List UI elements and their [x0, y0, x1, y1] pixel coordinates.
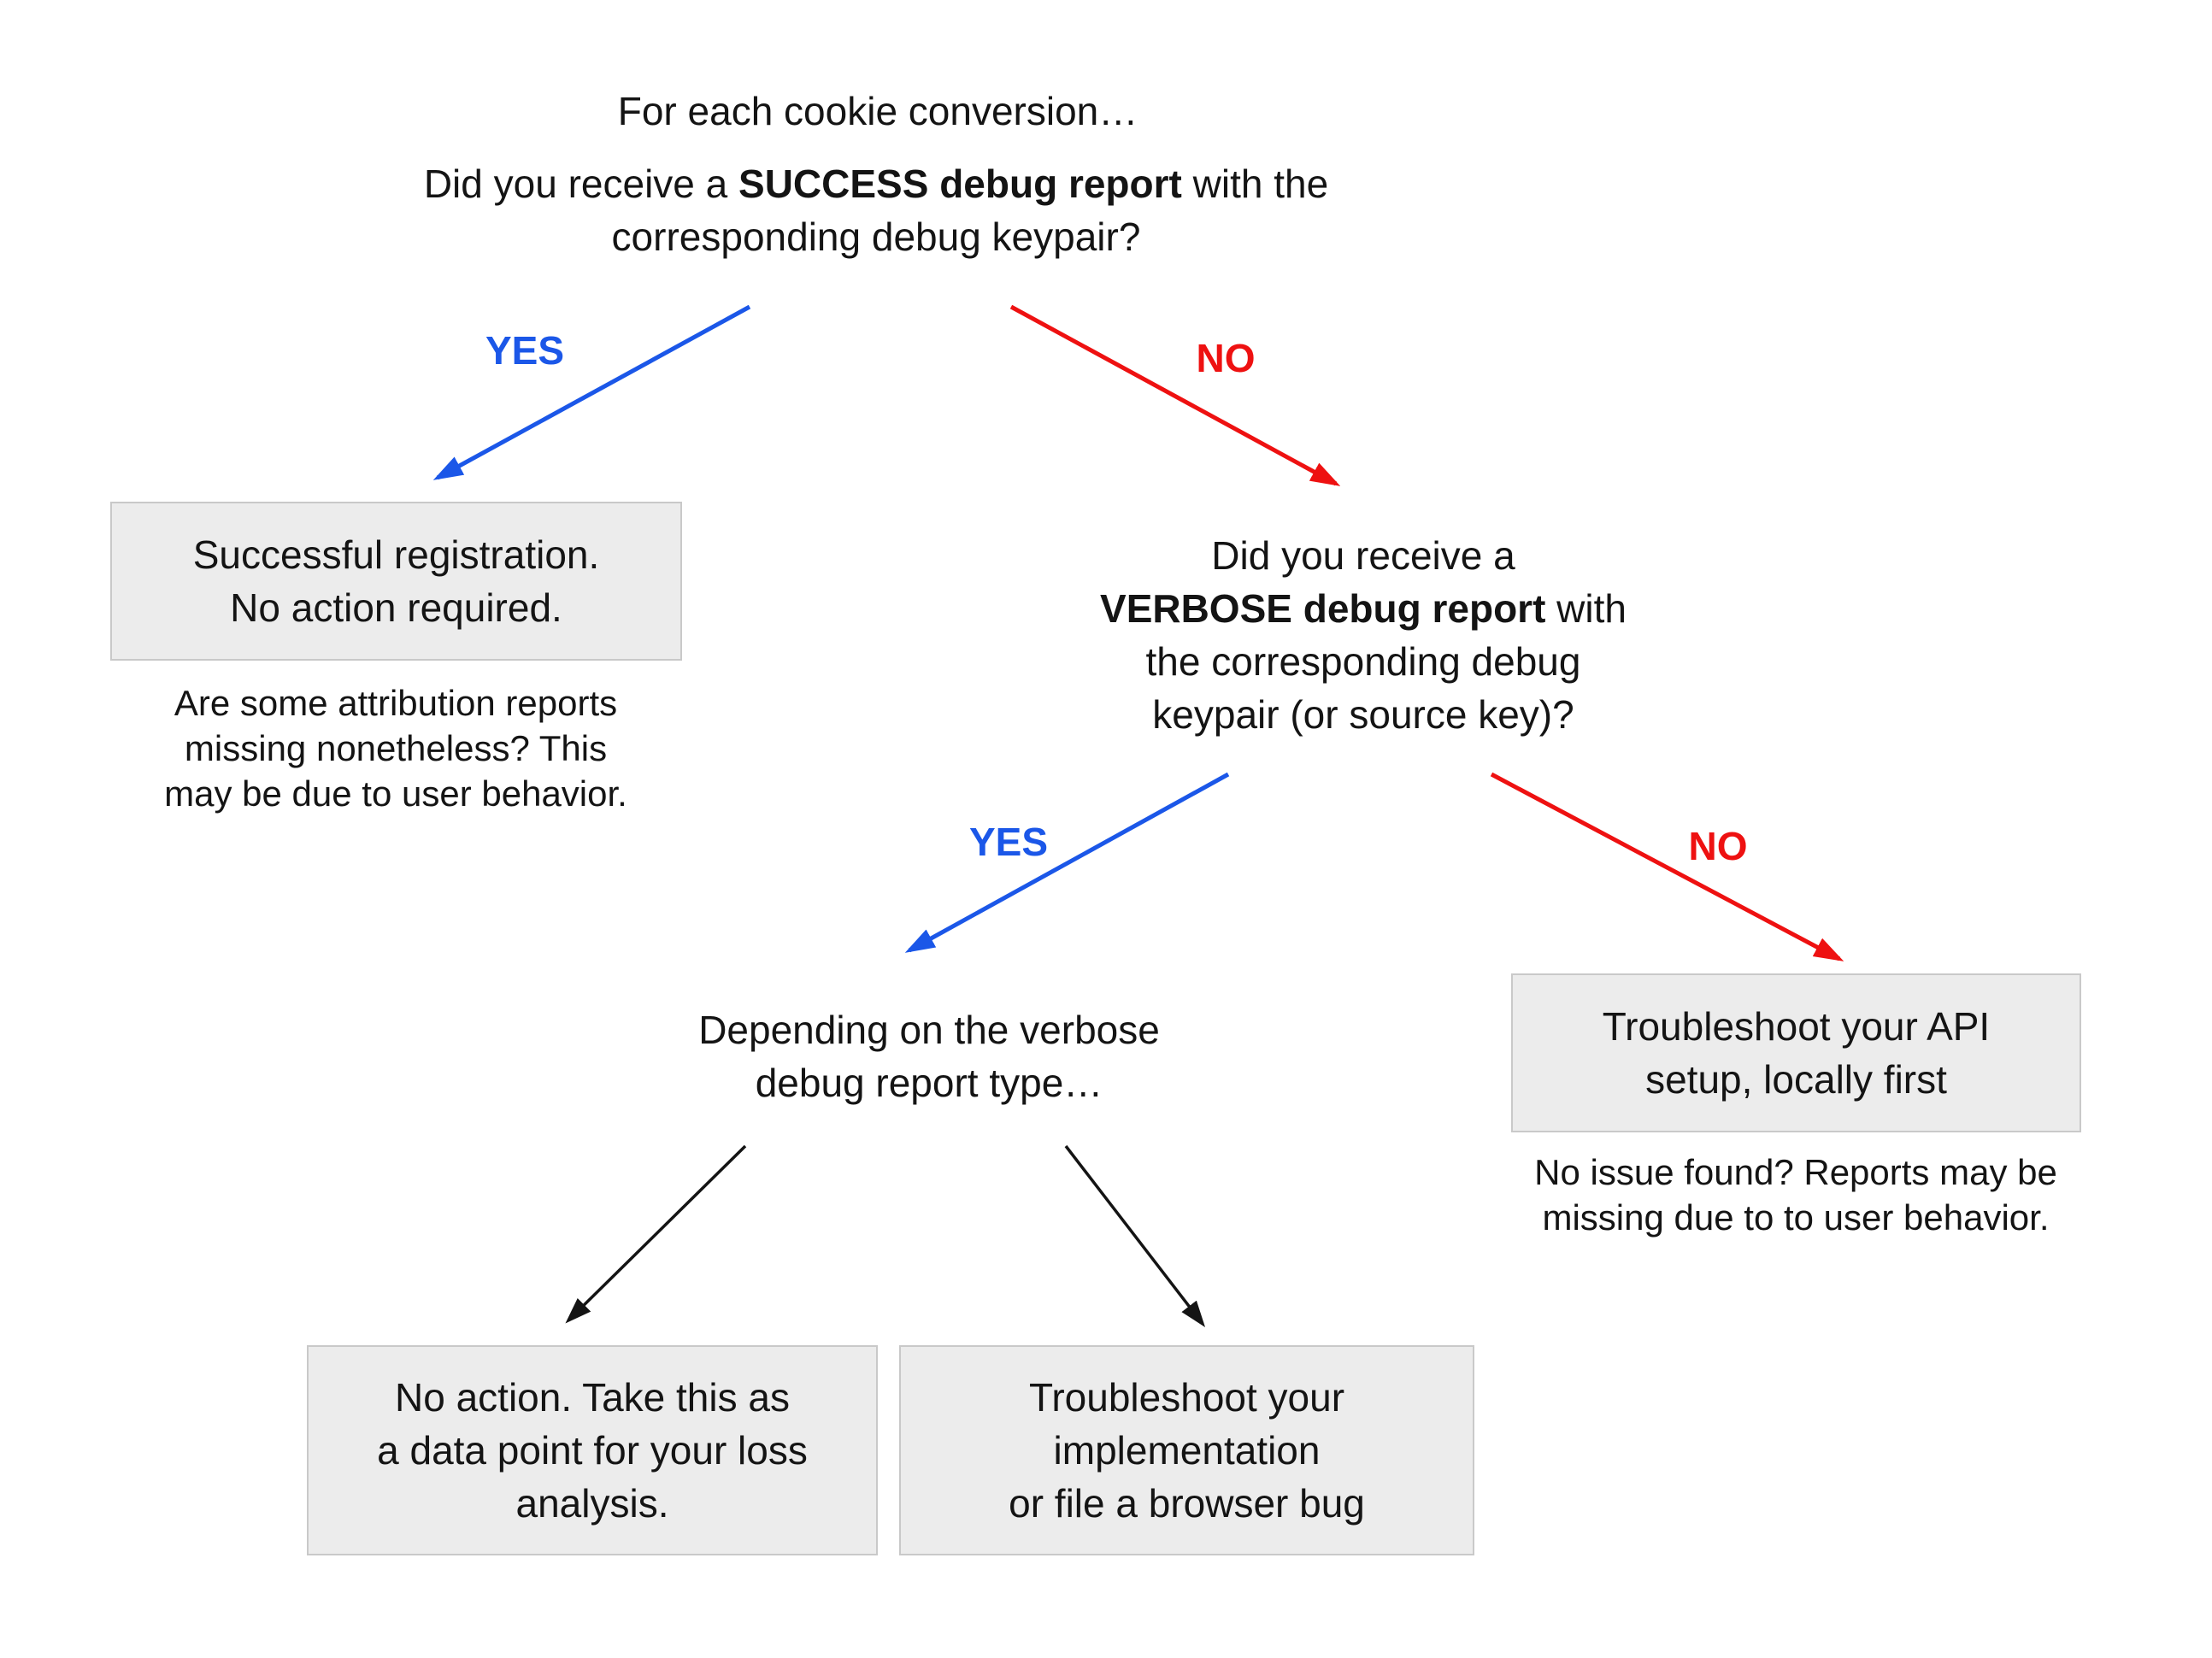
text-line: missing due to to user behavior. — [1542, 1197, 2050, 1238]
text-line: keypair (or source key)? — [1152, 692, 1574, 737]
text-line: No issue found? Reports may be — [1534, 1152, 2057, 1192]
text-line: VERBOSE debug report with — [1100, 582, 1627, 635]
intro-text: For each cookie conversion… — [617, 89, 1138, 133]
text-line: No action required. — [230, 585, 562, 630]
text-line: Successful registration. — [192, 532, 600, 577]
text-line: Did you receive a — [1211, 533, 1515, 578]
text-line: Troubleshoot your — [1028, 1375, 1345, 1420]
note-success: Are some attribution reports missing non… — [164, 680, 627, 816]
no-arrow-level1 — [1009, 304, 1341, 486]
question-success-report: Did you receive a SUCCESS debug report w… — [424, 157, 1328, 263]
yes-label-level2: YES — [968, 820, 1049, 864]
bold-text: VERBOSE debug report — [1100, 586, 1546, 631]
branch-arrow-left — [565, 1144, 747, 1324]
outcome-loss-box: No action. Take this as a data point for… — [307, 1345, 878, 1555]
note-api: No issue found? Reports may be missing d… — [1534, 1149, 2057, 1240]
no-label-level2: NO — [1688, 824, 1748, 868]
text-line: Depending on the verbose — [698, 1008, 1160, 1052]
outcome-implementation-box: Troubleshoot your implementation or file… — [899, 1345, 1474, 1555]
no-label-level1: NO — [1196, 336, 1256, 380]
text-line: or file a browser bug — [1009, 1481, 1365, 1526]
text-line: implementation — [1053, 1428, 1321, 1473]
question-text: with the — [1181, 162, 1329, 206]
no-arrow-level2 — [1490, 772, 1844, 961]
text-line: missing nonetheless? This — [184, 728, 608, 768]
question-text: Did you receive a — [423, 162, 739, 206]
outcome-api-box: Troubleshoot your API setup, locally fir… — [1511, 973, 2081, 1132]
text-line: a data point for your loss — [377, 1428, 808, 1473]
text-line: Did you receive a SUCCESS debug report w… — [424, 157, 1328, 210]
text-line: Are some attribution reports — [174, 683, 618, 723]
yes-label-level1: YES — [485, 328, 565, 373]
text-line: corresponding debug keypair? — [611, 215, 1141, 259]
question-verbose-report: Did you receive a VERBOSE debug report w… — [1100, 529, 1627, 741]
text-line: debug report type… — [755, 1061, 1103, 1105]
outcome-success-box: Successful registration. No action requi… — [110, 502, 682, 661]
yes-arrow-level1 — [432, 304, 751, 480]
text-line: Troubleshoot your API — [1602, 1004, 1991, 1049]
text-line: may be due to user behavior. — [164, 773, 627, 814]
text-line: No action. Take this as — [395, 1375, 790, 1420]
branch-verbose-text: Depending on the verbose debug report ty… — [698, 1003, 1160, 1109]
bold-text: SUCCESS debug report — [738, 162, 1182, 206]
branch-arrow-right — [1064, 1144, 1206, 1327]
question-text: with — [1545, 586, 1627, 631]
text-line: analysis. — [515, 1481, 669, 1526]
text-line: setup, locally first — [1645, 1057, 1947, 1102]
text-line: the corresponding debug — [1145, 639, 1581, 684]
yes-arrow-level2 — [904, 772, 1230, 953]
